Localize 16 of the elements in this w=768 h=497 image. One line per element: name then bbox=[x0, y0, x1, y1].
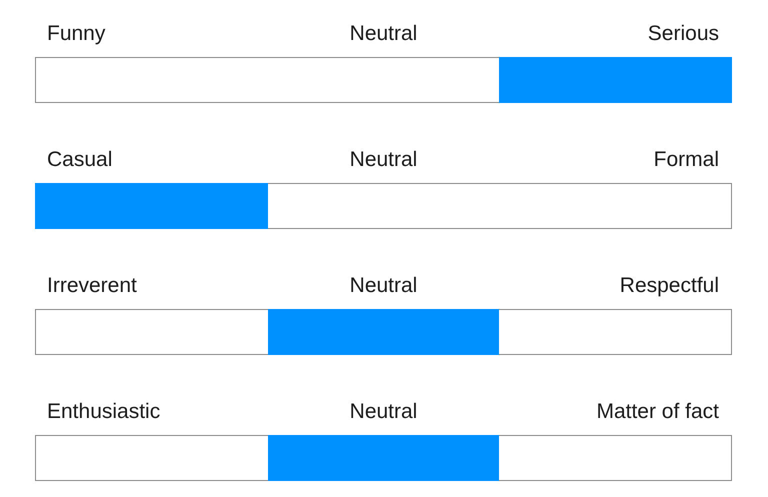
scale-midpoint-label: Neutral bbox=[350, 21, 418, 47]
scale-fill bbox=[268, 309, 500, 355]
scale-fill bbox=[35, 183, 268, 229]
scale-midpoint-label: Neutral bbox=[350, 399, 418, 425]
scale-end-label: Matter of fact bbox=[596, 399, 719, 425]
scale-end-label: Casual bbox=[47, 147, 112, 173]
scale-end-label: Formal bbox=[654, 147, 719, 173]
scale-end-label: Respectful bbox=[620, 273, 719, 299]
scale-end-label: Funny bbox=[47, 21, 106, 47]
scale-end-label: Serious bbox=[648, 21, 719, 47]
scale-fill bbox=[499, 57, 732, 103]
scale-end-label: Enthusiastic bbox=[47, 399, 160, 425]
scale-fill bbox=[268, 435, 500, 481]
scale-end-label: Irreverent bbox=[47, 273, 137, 299]
scale-midpoint-label: Neutral bbox=[350, 273, 418, 299]
scale-midpoint-label: Neutral bbox=[350, 147, 418, 173]
